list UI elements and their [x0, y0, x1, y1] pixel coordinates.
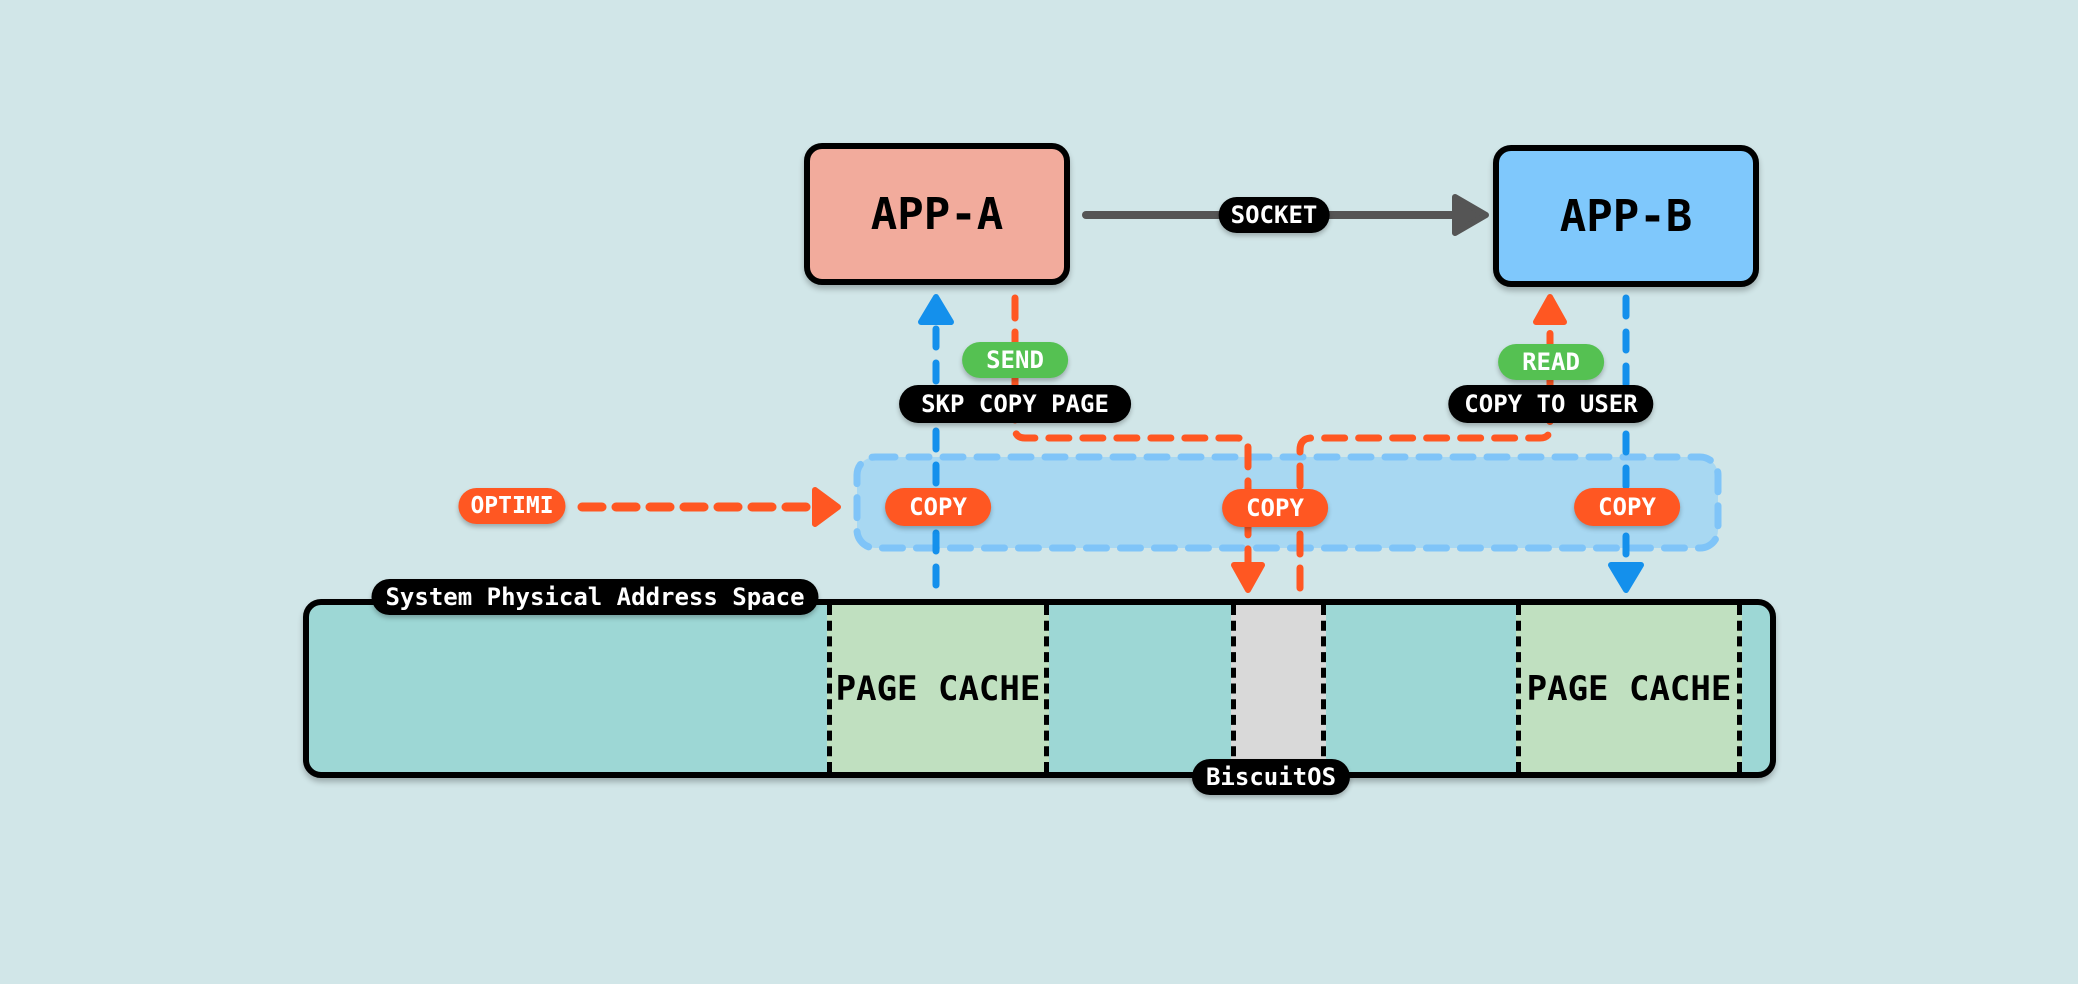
arrow-down-icon: [1608, 562, 1644, 593]
arrow-down-icon: [1231, 562, 1265, 593]
optimize-label: OPTIMI: [458, 488, 566, 524]
arrow-up-icon: [1533, 294, 1567, 325]
send-label: SEND: [962, 342, 1068, 378]
copy-to-user-label: COPY TO USER: [1448, 385, 1654, 423]
socket-label: SOCKET: [1218, 197, 1330, 233]
page-cache-segment: PAGE CACHE: [827, 605, 1049, 772]
copy-badge: COPY: [1222, 489, 1328, 527]
app-b-box: APP-B: [1493, 145, 1759, 287]
physical-address-space: PAGE CACHE PAGE CACHE: [303, 599, 1776, 778]
memory-title: System Physical Address Space: [371, 579, 819, 615]
socket-arrowhead-icon: [1452, 194, 1489, 236]
skp-copy-page-label: SKP COPY PAGE: [899, 385, 1131, 423]
app-a-send-path: [1011, 294, 1252, 569]
app-b-read-path: [1296, 314, 1554, 592]
app-a-box: APP-A: [804, 143, 1070, 285]
page-cache-label: PAGE CACHE: [1526, 668, 1732, 709]
biscuitos-label: BiscuitOS: [1191, 759, 1351, 795]
copy-badge: COPY: [885, 488, 991, 526]
arrow-up-icon: [918, 294, 954, 325]
read-label: READ: [1498, 344, 1604, 380]
page-cache-segment: PAGE CACHE: [1516, 605, 1742, 772]
app-a-label: APP-A: [870, 188, 1004, 240]
page-cache-label: PAGE CACHE: [835, 668, 1041, 709]
reserved-segment: [1231, 605, 1326, 772]
app-b-label: APP-B: [1559, 190, 1693, 242]
arrow-right-icon: [812, 487, 841, 527]
copy-badge: COPY: [1574, 488, 1680, 526]
